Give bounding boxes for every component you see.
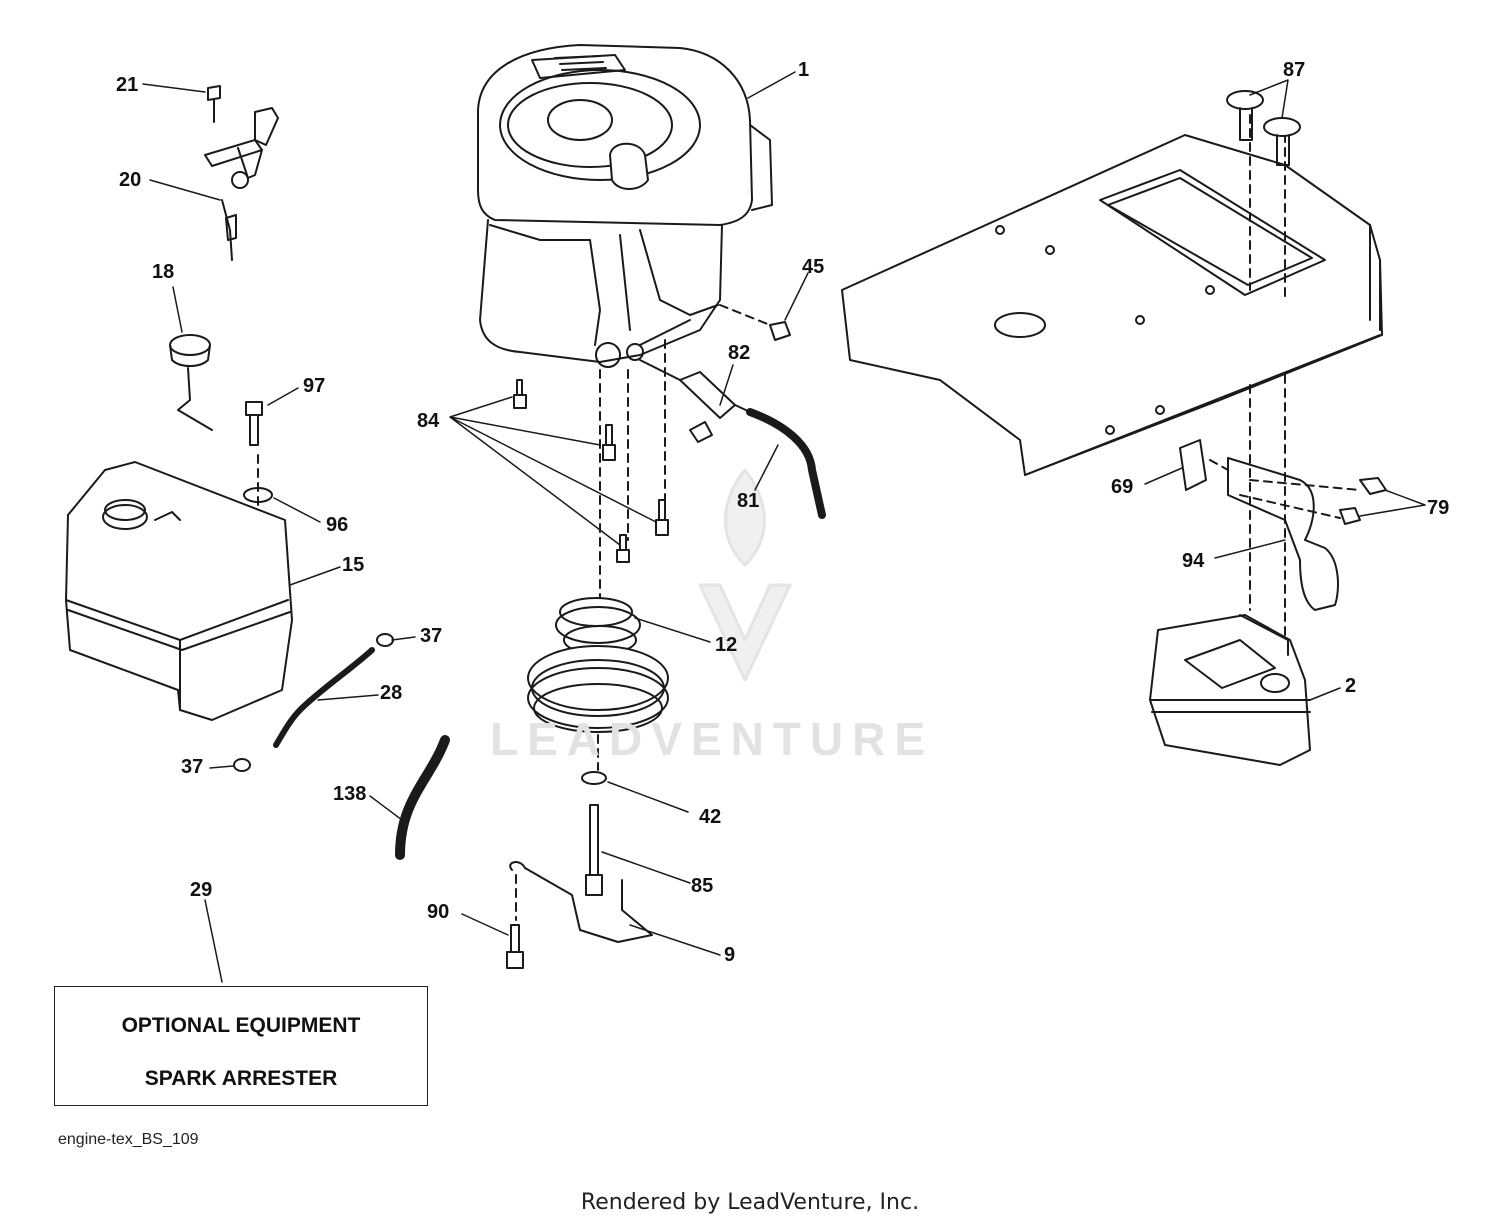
footer-credit: Rendered by LeadVenture, Inc. [580, 1190, 920, 1215]
callout-97: 97 [303, 375, 326, 397]
fuel-cap-part [169, 334, 213, 431]
callout-1: 1 [798, 59, 810, 81]
callout-94: 94 [1182, 550, 1205, 572]
callout-2: 2 [1345, 675, 1357, 697]
optional-equipment-label: OPTIONAL EQUIPMENT [121, 1014, 361, 1037]
washer-42-part [581, 771, 607, 785]
callout-138: 138 [333, 783, 367, 805]
engine-frame-part [841, 134, 1383, 476]
bolt-97-part [245, 401, 263, 446]
callout-84: 84 [417, 410, 440, 432]
callout-79: 79 [1427, 497, 1450, 519]
fuel-hose-part [273, 647, 375, 748]
callout-21: 21 [116, 74, 139, 96]
callout-37-bottom: 37 [181, 756, 204, 778]
spark-arrester-label: SPARK ARRESTER [144, 1067, 338, 1090]
throttle-control-part [204, 85, 279, 261]
engine-part [477, 44, 773, 368]
fuel-line-81-part [746, 408, 826, 519]
bolt-85-part [585, 804, 603, 896]
callout-20: 20 [119, 169, 142, 191]
callout-87: 87 [1283, 59, 1306, 81]
callout-81: 81 [737, 490, 760, 512]
callout-45: 45 [802, 256, 825, 278]
callout-28: 28 [380, 682, 403, 704]
fuel-tank-part [65, 461, 293, 721]
muffler-part [1149, 614, 1311, 766]
fuel-filter-part [639, 359, 751, 443]
leader-lines [142, 71, 1426, 983]
callout-9: 9 [724, 944, 736, 966]
pulley-12-part [527, 597, 669, 733]
callout-12: 12 [715, 634, 738, 656]
clamp-37a-part [376, 633, 394, 647]
bracket-9-part [509, 861, 653, 943]
screws-79-part [1339, 477, 1387, 525]
callout-82: 82 [728, 342, 751, 364]
clamp-37b-part [233, 758, 251, 772]
watermark-text: LEADVENTURE [490, 713, 935, 765]
hose-138-part [395, 735, 450, 860]
gasket-69-part [1179, 439, 1207, 491]
exhaust-pipe-94-part [1227, 457, 1339, 611]
callout-85: 85 [691, 875, 714, 897]
bolts-84-part [513, 379, 669, 563]
callout-18: 18 [152, 261, 175, 283]
figure-id: engine-tex_BS_109 [58, 1131, 199, 1148]
callout-37-top: 37 [420, 625, 443, 647]
callout-15: 15 [342, 554, 365, 576]
watermark-logo-icon [698, 468, 792, 682]
callout-90: 90 [427, 901, 450, 923]
bolt-90-part [506, 924, 524, 969]
callout-42: 42 [699, 806, 722, 828]
callout-29: 29 [190, 879, 213, 901]
callout-69: 69 [1111, 476, 1134, 498]
optional-equipment-box: OPTIONAL EQUIPMENT SPARK ARRESTER [54, 986, 428, 1106]
nut-45-part [769, 321, 791, 341]
callout-96: 96 [326, 514, 349, 536]
